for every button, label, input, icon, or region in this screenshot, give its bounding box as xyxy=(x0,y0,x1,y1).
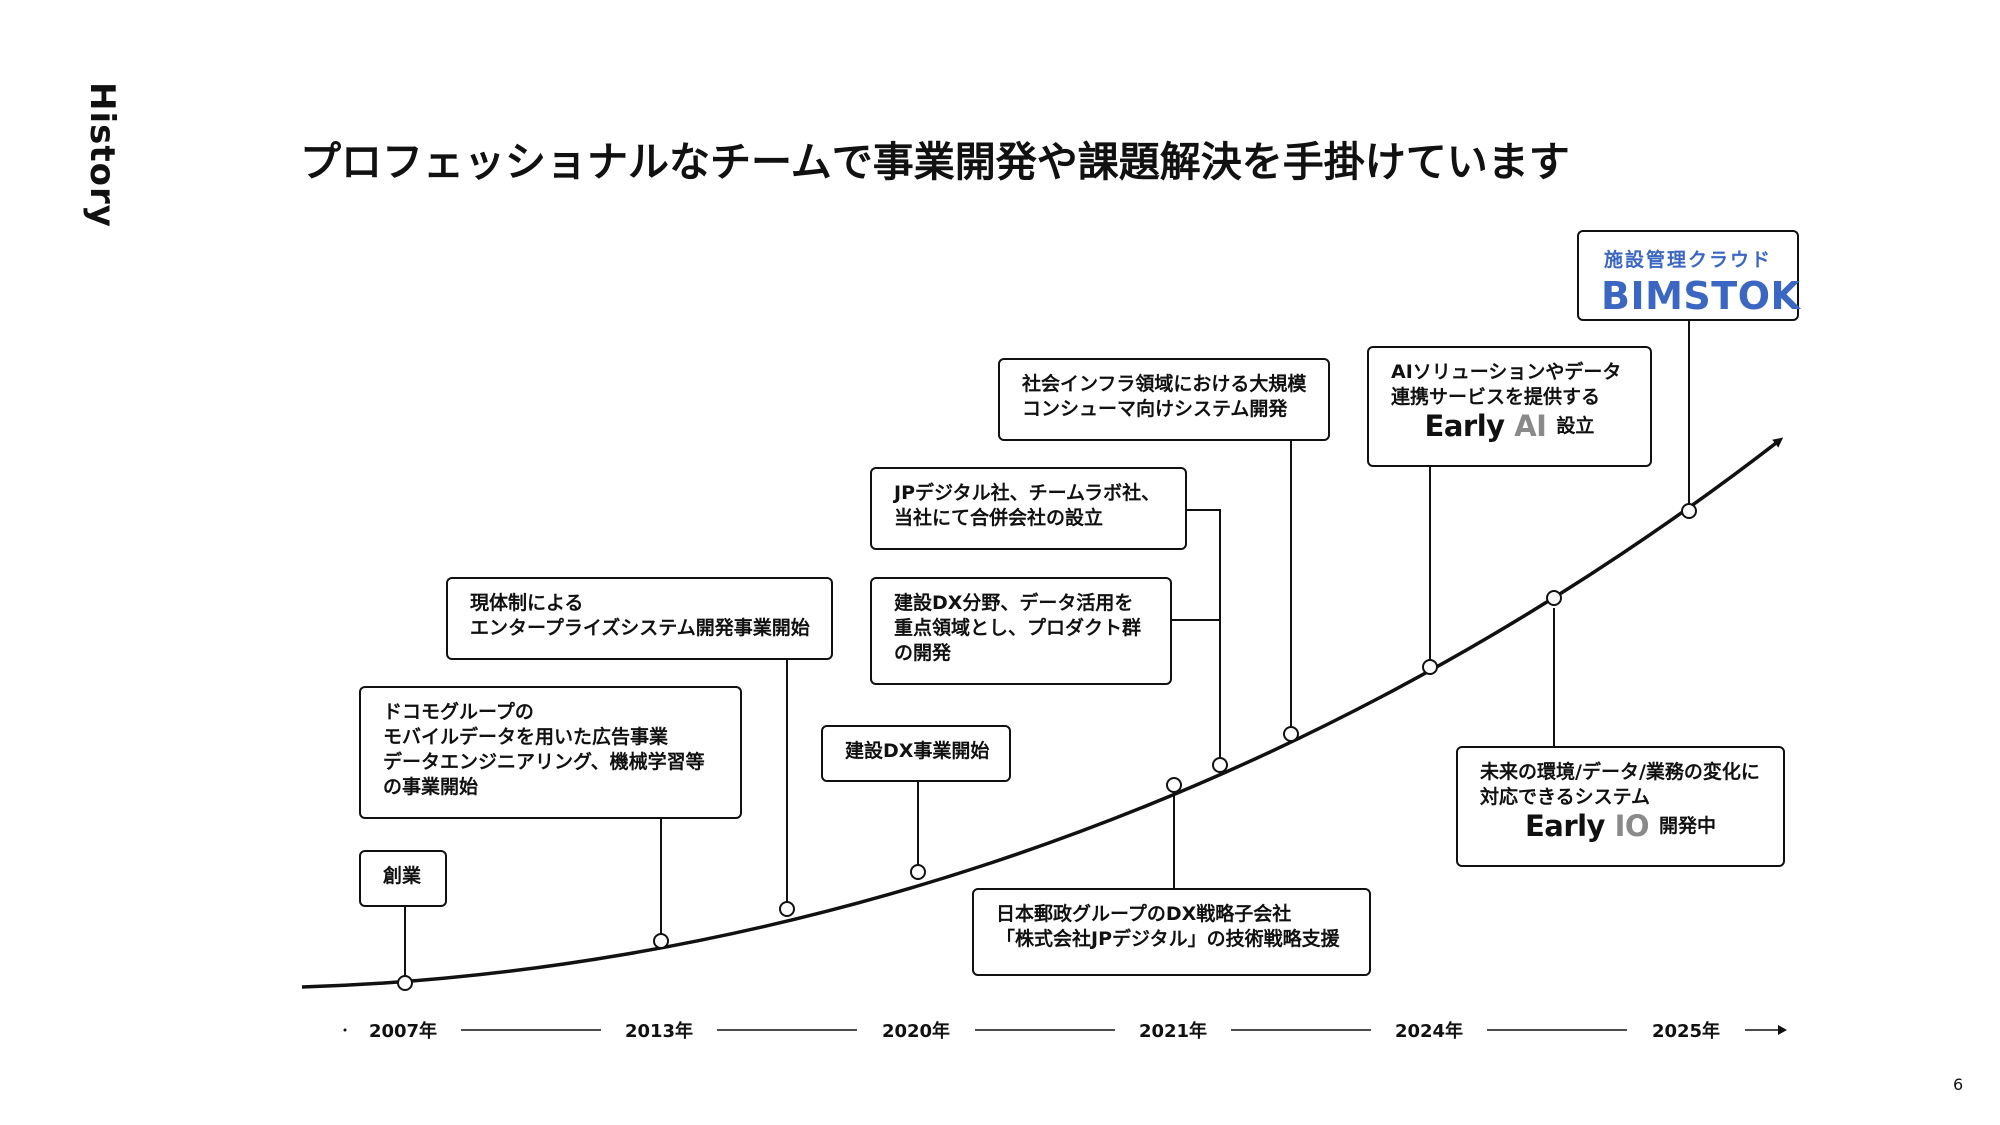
event-text: 創業 xyxy=(383,865,422,887)
milestone-dot xyxy=(1681,503,1697,519)
axis-arrowhead xyxy=(1778,1025,1787,1035)
event-text: ドコモグループの xyxy=(383,701,534,723)
year-label-2024: 2024年 xyxy=(1394,1021,1464,1042)
milestone-dot xyxy=(779,901,795,917)
milestone-dot xyxy=(910,864,926,880)
early-ai-logo: Early AI xyxy=(1425,409,1547,443)
milestone-dot xyxy=(1166,777,1182,793)
event-founding: 創業 xyxy=(359,850,447,907)
event-text: 未来の環境/データ/業務の変化に xyxy=(1480,761,1760,783)
event-text: 現体制による xyxy=(470,592,584,614)
bimstok-subtitle: 施設管理クラウド xyxy=(1603,249,1772,271)
year-label-2007: 2007年 xyxy=(368,1021,438,1042)
year-label-2025: 2025年 xyxy=(1651,1021,1721,1042)
brand-suffix: 設立 xyxy=(1556,415,1595,437)
brand-accent: AI xyxy=(1514,409,1547,443)
milestone-dot xyxy=(1546,590,1562,606)
milestone-dot xyxy=(653,933,669,949)
brand-main: Early xyxy=(1524,809,1606,843)
milestone-dot xyxy=(1283,726,1299,742)
brand-suffix: 開発中 xyxy=(1659,815,1717,837)
page-number: 6 xyxy=(1953,1075,1964,1094)
event-current-structure: 現体制による エンタープライズシステム開発事業開始 xyxy=(446,577,833,660)
event-text: 対応できるシステム xyxy=(1480,786,1651,808)
event-text: 重点領域とし、プロダクト群 xyxy=(894,617,1142,639)
event-text: の開発 xyxy=(894,642,952,664)
event-joint-venture: JPデジタル社、チームラボ社、 当社にて合併会社の設立 xyxy=(870,467,1187,550)
year-label-2013: 2013年 xyxy=(624,1021,694,1042)
event-text: コンシューマ向けシステム開発 xyxy=(1022,398,1288,420)
connector-joint-venture xyxy=(1187,509,1221,762)
event-construction-dx-start: 建設DX事業開始 xyxy=(821,725,1011,782)
event-early-ai: AIソリューションやデータ 連携サービスを提供する Early AI 設立 xyxy=(1367,346,1652,467)
growth-curve xyxy=(301,437,1784,989)
bimstok-logo: BIMSTOK xyxy=(1601,274,1801,318)
event-text: 「株式会社JPデジタル」の技術戦略支援 xyxy=(996,928,1340,950)
milestone-dot xyxy=(1212,757,1228,773)
axis-start-dot xyxy=(343,1028,347,1032)
section-label: History xyxy=(82,82,122,228)
event-text: 日本郵政グループのDX戦略子会社 xyxy=(996,903,1292,925)
event-construction-focus: 建設DX分野、データ活用を 重点領域とし、プロダクト群 の開発 xyxy=(870,577,1172,685)
event-text: データエンジニアリング、機械学習等 xyxy=(383,751,705,773)
event-text: JPデジタル社、チームラボ社、 xyxy=(894,482,1161,504)
event-docomo: ドコモグループの モバイルデータを用いた広告事業 データエンジニアリング、機械学… xyxy=(359,686,742,819)
event-text: 当社にて合併会社の設立 xyxy=(894,507,1104,529)
event-bimstok: 施設管理クラウド BIMSTOK xyxy=(1577,230,1801,321)
early-io-brand-row: Early IO 開発中 xyxy=(1480,812,1761,841)
event-text: AIソリューションやデータ xyxy=(1391,361,1622,383)
event-early-io: 未来の環境/データ/業務の変化に 対応できるシステム Early IO 開発中 xyxy=(1456,746,1785,867)
brand-accent: IO xyxy=(1614,809,1650,843)
early-ai-brand-row: Early AI 設立 xyxy=(1391,412,1628,441)
milestone-dot xyxy=(397,975,413,991)
milestone-dot xyxy=(1422,659,1438,675)
event-text: の事業開始 xyxy=(383,776,479,798)
brand-main: Early xyxy=(1424,409,1506,443)
event-text: 社会インフラ領域における大規模 xyxy=(1022,373,1307,395)
event-text: 建設DX分野、データ活用を xyxy=(894,592,1134,614)
event-text: モバイルデータを用いた広告事業 xyxy=(383,726,669,748)
event-japan-post: 日本郵政グループのDX戦略子会社 「株式会社JPデジタル」の技術戦略支援 xyxy=(972,888,1371,976)
event-text: エンタープライズシステム開発事業開始 xyxy=(470,617,810,639)
year-label-2020: 2020年 xyxy=(881,1021,951,1042)
early-io-logo: Early IO xyxy=(1524,809,1650,843)
event-text: 建設DX事業開始 xyxy=(845,740,990,762)
year-label-2021: 2021年 xyxy=(1138,1021,1208,1042)
page-title: プロフェッショナルなチームで事業開発や課題解決を手掛けています xyxy=(300,138,1570,186)
event-text: 連携サービスを提供する xyxy=(1391,386,1601,408)
event-infrastructure: 社会インフラ領域における大規模 コンシューマ向けシステム開発 xyxy=(998,358,1330,441)
